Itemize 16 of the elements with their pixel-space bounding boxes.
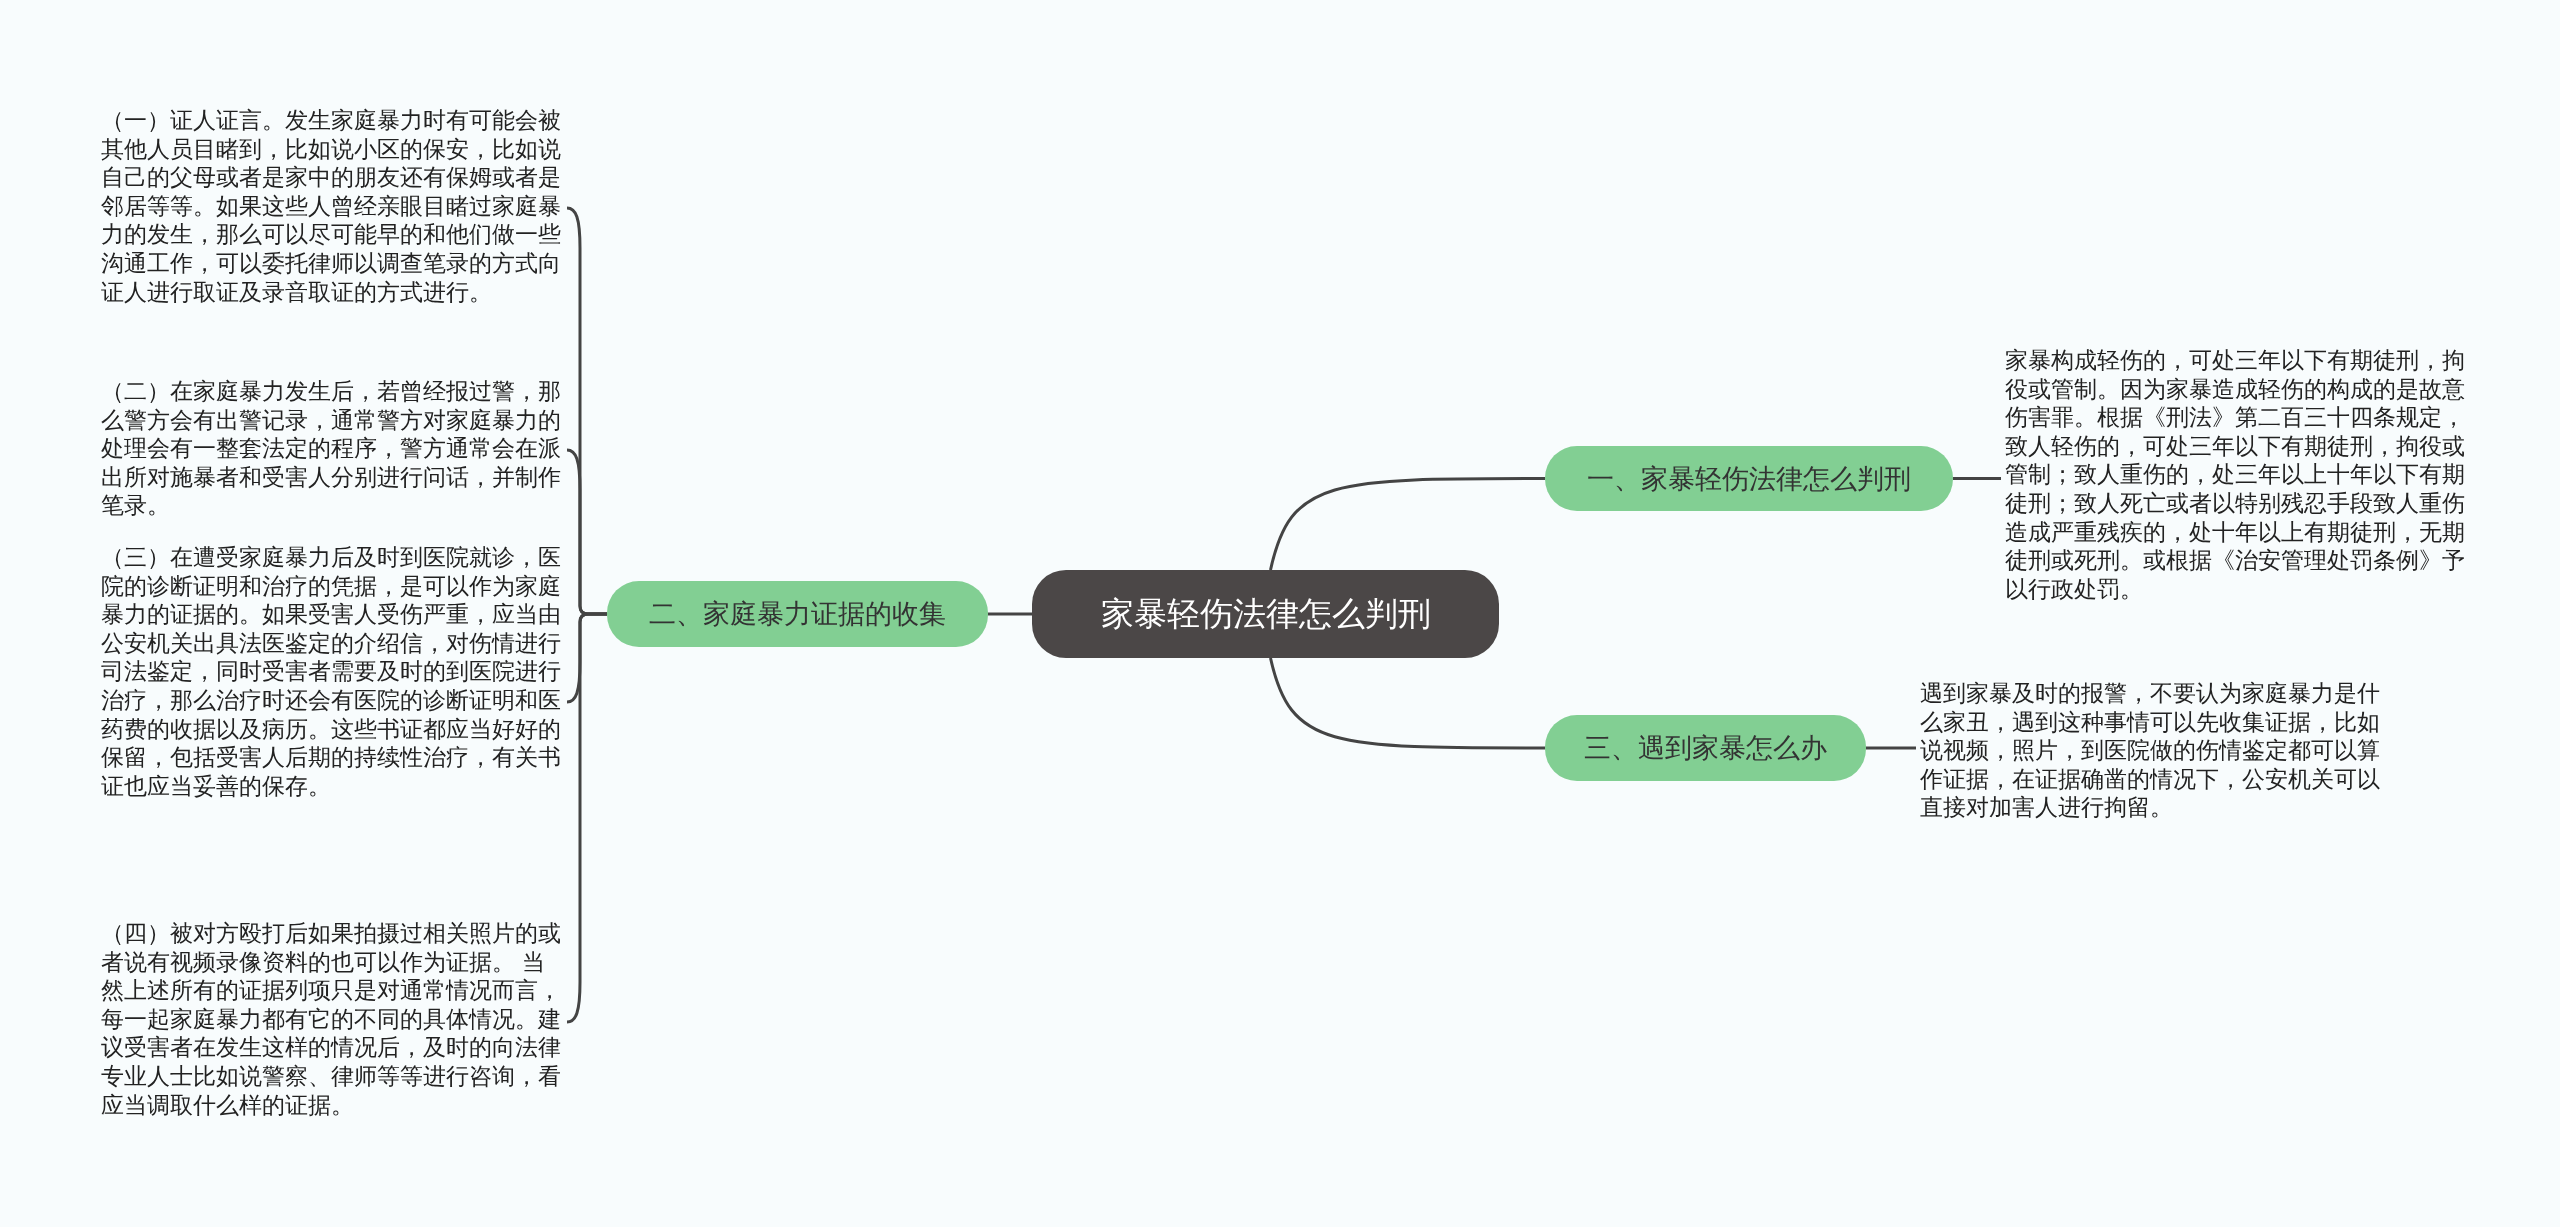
note-text: （四）被对方殴打后如果拍摄过相关照片的或者说有视频录像资料的也可以作为证据。 当然上述所有的证据列项只是对通常情况而言，每一起家庭暴力都有它的不同的具体情况。建议受害者在发生这样的情况后，及时的向法律专业人士比如说警察、律师等等进行咨询，看应当调取什么样的证据。 <box>101 919 563 1120</box>
topic-pill: 二、家庭暴力证据的收集 <box>607 581 988 647</box>
note-text: 遇到家暴及时的报警，不要认为家庭暴力是什么家丑，遇到这种事情可以先收集证据，比如说视频，照片，到医院做的伤情鉴定都可以算作证据，在证据确凿的情况下，公安机关可以直接对加害人进行拘留。 <box>1920 679 2382 822</box>
topic-pill: 三、遇到家暴怎么办 <box>1545 715 1866 781</box>
note-text: 家暴构成轻伤的，可处三年以下有期徒刑，拘役或管制。因为家暴造成轻伤的构成的是故意伤害罪。根据《刑法》第二百三十四条规定，致人轻伤的，可处三年以下有期徒刑，拘役或管制；致人重伤的，处三年以上十年以下有期徒刑；致人死亡或者以特别残忍手段致人重伤造成严重残疾的，处十年以上有期徒刑，无期徒刑或死刑。或根据《治安管理处罚条例》予以行政处罚。 <box>2005 346 2467 604</box>
connector-line <box>1953 477 2001 480</box>
topic-pill: 一、家暴轻伤法律怎么判刑 <box>1545 446 1953 511</box>
connector-line <box>1269 477 1545 571</box>
note-text: （三）在遭受家庭暴力后及时到医院就诊，医院的诊断证明和治疗的凭据，是可以作为家庭暴力的证据的。如果受害人受伤严重，应当由公安机关出具法医鉴定的介绍信，对伤情进行司法鉴定，同时受害者需要及时的到医院进行治疗，那么治疗时还会有医院的诊断证明和医药费的收据以及病历。这些书证都应当好好的保留，包括受害人后期的持续性治疗，有关书证也应当妥善的保存。 <box>101 543 563 801</box>
connector-line <box>1866 746 1916 750</box>
note-text: （一）证人证言。发生家庭暴力时有可能会被其他人员目睹到，比如说小区的保安，比如说自己的父母或者是家中的朋友还有保姆或者是邻居等等。如果这些人曾经亲眼目睹过家庭暴力的发生，那么可以尽可能早的和他们做一些沟通工作，可以委托律师以调查笔录的方式向证人进行取证及录音取证的方式进行。 <box>101 106 563 307</box>
connector-line <box>988 612 1032 616</box>
root-topic: 家暴轻伤法律怎么判刑 <box>1032 570 1499 658</box>
connector-line <box>566 612 607 1024</box>
note-text: （二）在家庭暴力发生后，若曾经报过警，那么警方会有出警记录，通常警方对家庭暴力的处理会有一整套法定的程序，警方通常会在派出所对施暴者和受害人分别进行问话，并制作笔录。 <box>101 377 563 520</box>
connector-line <box>1269 657 1545 750</box>
